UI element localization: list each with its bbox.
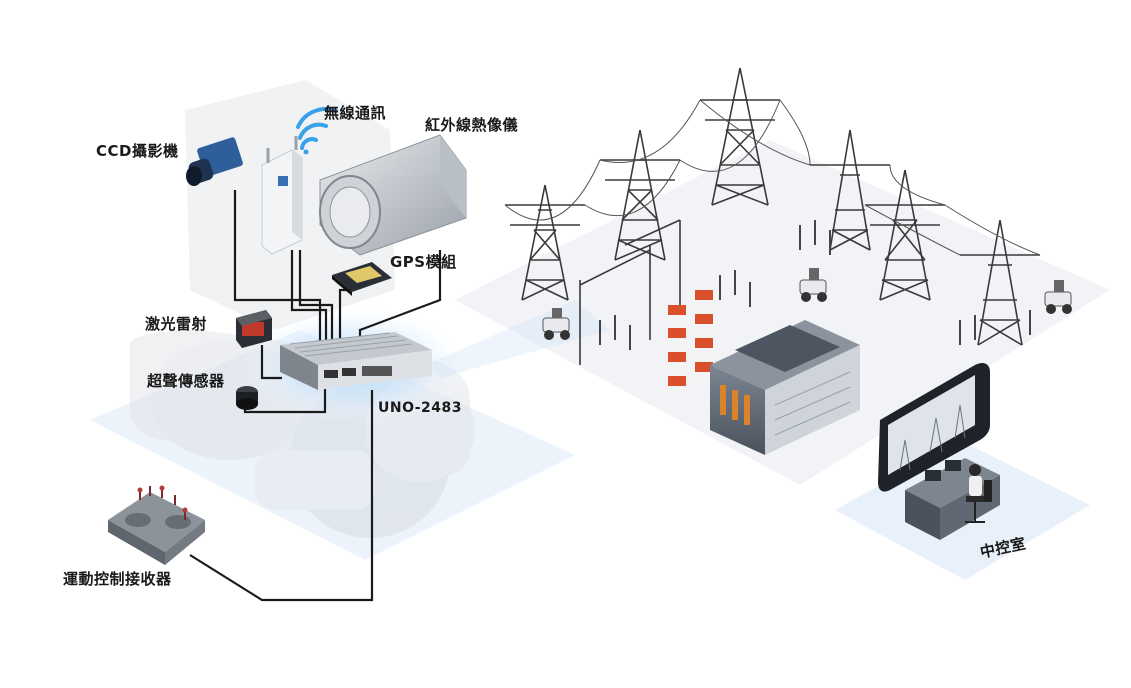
label-ccd-camera: CCD攝影機 xyxy=(96,142,179,160)
label-ultrasonic-sensor: 超聲傳感器 xyxy=(147,372,225,390)
inspection-robot-3 xyxy=(1044,280,1072,314)
label-controller-unit: UNO-2483 xyxy=(378,400,463,416)
operator-figure xyxy=(965,464,992,523)
infrared-camera-icon xyxy=(319,134,467,256)
control-room-video-wall xyxy=(878,362,990,492)
substation-ground xyxy=(455,140,1110,485)
ultrasonic-sensor-icon xyxy=(236,386,258,410)
chimneys xyxy=(668,290,713,395)
power-plant-building xyxy=(710,320,860,455)
uno-2483-controller-icon xyxy=(280,332,432,390)
label-laser-radar: 激光雷射 xyxy=(145,315,208,333)
label-motion-receiver: 運動控制接收器 xyxy=(63,570,172,588)
motion-receiver-icon xyxy=(108,485,205,565)
inspection-robot-1 xyxy=(542,308,570,340)
label-infrared-camera: 紅外線熱像儀 xyxy=(425,116,519,134)
wireless-module-icon xyxy=(261,136,303,255)
label-wireless: 無線通訊 xyxy=(324,104,387,122)
insulator-posts xyxy=(599,220,1031,350)
transmission-towers xyxy=(505,67,1040,365)
label-gps-module: GPS模組 xyxy=(390,253,457,271)
power-lines xyxy=(504,99,1041,256)
laser-radar-icon xyxy=(236,310,272,348)
wifi-icon xyxy=(296,107,338,155)
gps-module-icon xyxy=(332,262,392,296)
inspection-robot-2 xyxy=(799,268,827,302)
ccd-camera-icon xyxy=(186,137,243,186)
